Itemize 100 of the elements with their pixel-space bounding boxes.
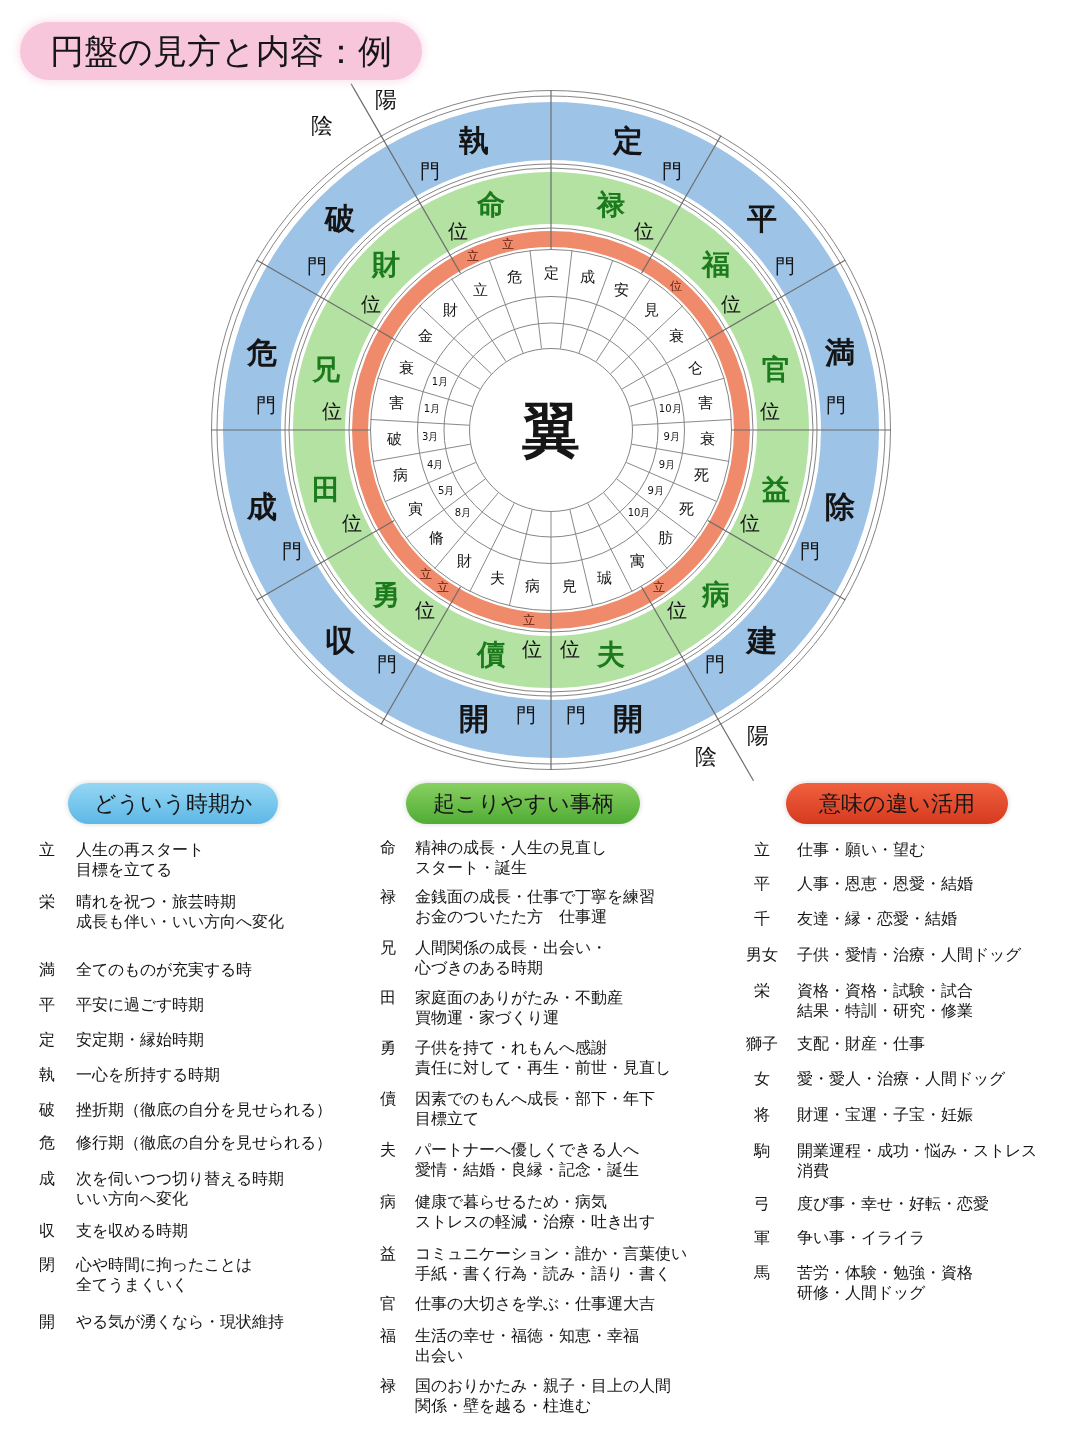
ring-character: 成 bbox=[247, 492, 278, 523]
tiny-character: 立 bbox=[467, 249, 480, 262]
section-heading: 意味の違い活用 bbox=[786, 783, 1008, 824]
tiny-character: 位 bbox=[670, 279, 683, 292]
description-text: 愛・愛人・治療・人間ドッグ bbox=[797, 1069, 1005, 1089]
description-text: 子供を持て・れもんへ感謝責任に対して・再生・前世・見直し bbox=[415, 1038, 671, 1077]
ring-character: 儥 bbox=[476, 641, 505, 670]
month-label: 1月 bbox=[431, 377, 449, 388]
key-character: 勇 bbox=[380, 1038, 396, 1058]
description-text: 人生の再スタート目標を立てる bbox=[76, 840, 204, 879]
ring-character: 位 bbox=[341, 512, 362, 533]
sector-character: 害 bbox=[388, 395, 404, 411]
month-label: 10月 bbox=[658, 404, 682, 414]
ring-character: 定 bbox=[613, 126, 644, 157]
description-text: パートナーへ優しくできる人へ愛情・結婚・良縁・記念・誕生 bbox=[415, 1140, 639, 1179]
sector-character: 仑 bbox=[687, 360, 703, 376]
key-character: 栄 bbox=[754, 981, 770, 1001]
ring-character: 門 bbox=[825, 395, 846, 416]
description-text: 一心を所持する時期 bbox=[76, 1065, 220, 1085]
ring-character: 位 bbox=[740, 512, 761, 533]
description-text: 国のおりかたみ・親子・目上の人間関係・壁を越る・柱進む bbox=[415, 1376, 671, 1415]
sector-character: 害 bbox=[698, 395, 714, 411]
sector-character: 寅 bbox=[407, 501, 423, 516]
sector-character: 立 bbox=[473, 282, 489, 298]
month-label: 1月 bbox=[423, 404, 440, 414]
key-character: 破 bbox=[39, 1100, 55, 1120]
ring-character: 破 bbox=[324, 203, 355, 234]
key-character: 田 bbox=[380, 988, 396, 1008]
description-text: 健康で暮らせるため・病気ストレスの軽減・治療・吐き出す bbox=[415, 1192, 655, 1231]
sector-character: 衰 bbox=[399, 360, 415, 376]
key-character: 益 bbox=[380, 1244, 396, 1264]
description-text: 人事・恩恵・恩愛・結婚 bbox=[797, 874, 973, 894]
ring-character: 官 bbox=[762, 355, 791, 384]
ring-character: 門 bbox=[376, 654, 397, 675]
key-character: 収 bbox=[39, 1221, 55, 1241]
description-text: 財運・宝運・子宝・妊娠 bbox=[797, 1105, 973, 1125]
description-text: 生活の幸せ・福徳・知恵・幸福出会い bbox=[415, 1326, 639, 1365]
center-character: 翼 bbox=[522, 401, 580, 459]
description-text: 平安に過ごす時期 bbox=[76, 995, 204, 1015]
key-character: 栄 bbox=[39, 892, 55, 912]
tiny-character: 立 bbox=[523, 613, 536, 626]
key-character: 定 bbox=[39, 1030, 55, 1050]
month-label: 9月 bbox=[658, 459, 676, 470]
ring-character: 位 bbox=[560, 639, 581, 660]
key-character: 立 bbox=[39, 840, 55, 860]
key-character: 軍 bbox=[754, 1228, 770, 1248]
sector-character: 寓 bbox=[629, 553, 645, 569]
sector-character: 財 bbox=[442, 302, 458, 318]
ring-character: 開 bbox=[613, 703, 644, 734]
key-character: 駒 bbox=[754, 1141, 770, 1161]
description-text: 安定期・縁始時期 bbox=[76, 1030, 204, 1050]
ring-character: 門 bbox=[256, 395, 277, 416]
key-character: 福 bbox=[380, 1326, 396, 1346]
sector-character: 病 bbox=[525, 578, 541, 594]
sector-character: 定 bbox=[543, 265, 559, 281]
description-text: 家庭面のありがたみ・不動産買物運・家づくり運 bbox=[415, 988, 623, 1027]
sector-character: 安 bbox=[613, 282, 629, 298]
sector-character: 成 bbox=[579, 269, 595, 285]
key-character: 成 bbox=[39, 1169, 55, 1189]
sector-character: 脩 bbox=[429, 530, 445, 546]
description-text: 開業運程・成功・悩み・ストレス消費 bbox=[797, 1141, 1037, 1180]
month-label: 10月 bbox=[627, 508, 651, 519]
ring-character: 開 bbox=[458, 703, 489, 734]
description-text: 争い事・イライラ bbox=[797, 1228, 925, 1248]
ring-character: 位 bbox=[360, 293, 381, 314]
section-heading: 起こりやすい事柄 bbox=[406, 783, 640, 824]
key-character: 官 bbox=[380, 1294, 396, 1314]
ring-character: 門 bbox=[565, 704, 586, 725]
sector-character: 皃 bbox=[561, 578, 577, 594]
description-text: 友達・縁・恋愛・結婚 bbox=[797, 909, 957, 929]
key-character: 平 bbox=[754, 874, 770, 894]
ring-character: 門 bbox=[661, 160, 682, 181]
boundary-label: 陰 bbox=[311, 115, 333, 137]
section-heading: どういう時期か bbox=[68, 783, 278, 824]
key-character: 夫 bbox=[380, 1140, 396, 1160]
ring-character: 病 bbox=[701, 580, 730, 609]
description-text: 苦労・体験・勉強・資格研修・人間ドッグ bbox=[797, 1263, 973, 1302]
description-text: 挫折期（徹底の自分を見せられる） bbox=[76, 1100, 332, 1120]
month-label: 9月 bbox=[663, 432, 680, 443]
month-label: 4月 bbox=[426, 459, 444, 470]
description-text: 仕事の大切さを学ぶ・仕事運大吉 bbox=[415, 1294, 655, 1314]
key-character: 立 bbox=[754, 840, 770, 860]
outer-ring-band bbox=[211, 90, 891, 770]
ring-character: 門 bbox=[800, 540, 821, 561]
ring-character: 位 bbox=[321, 400, 342, 421]
description-text: 支配・財産・仕事 bbox=[797, 1034, 925, 1054]
description-text: 晴れを祝つ・旅芸時期成長も伴い・いい方向へ変化 bbox=[76, 892, 284, 931]
ring-character: 門 bbox=[420, 160, 441, 181]
key-character: 禄 bbox=[380, 1376, 396, 1396]
key-character: 兄 bbox=[380, 938, 396, 958]
sector-character: 珹 bbox=[597, 570, 613, 586]
ring-character: 福 bbox=[701, 251, 730, 280]
month-label: 8月 bbox=[454, 508, 472, 519]
boundary-label: 陽 bbox=[747, 725, 769, 747]
ring-character: 財 bbox=[372, 251, 401, 280]
sector-character: 肪 bbox=[657, 530, 673, 546]
sector-character: 危 bbox=[507, 269, 523, 285]
ring-character: 益 bbox=[762, 476, 791, 505]
ring-character: 位 bbox=[414, 600, 435, 621]
month-label: 3月 bbox=[422, 432, 439, 443]
